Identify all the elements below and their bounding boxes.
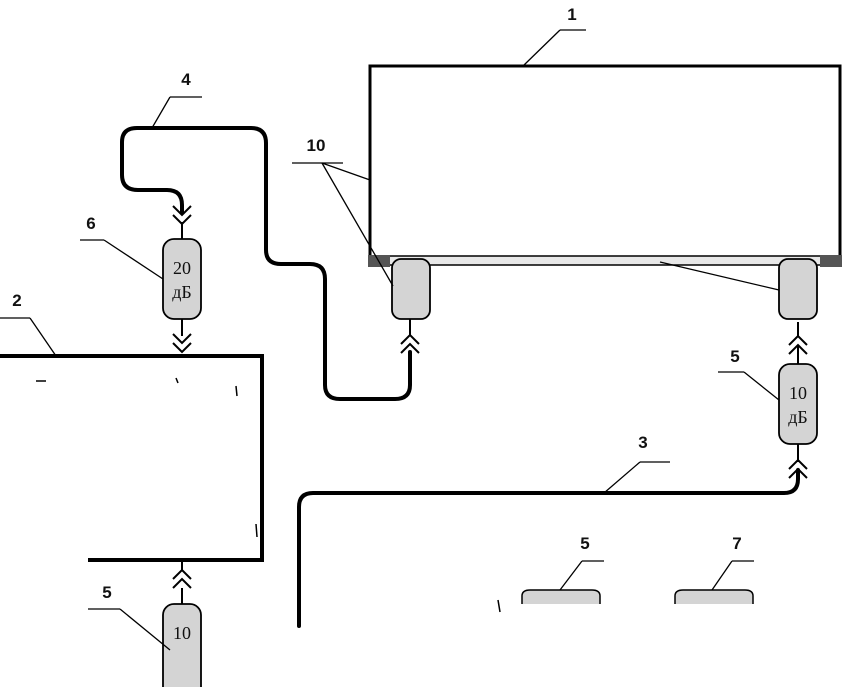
leader-1 — [522, 29, 561, 67]
device-2 — [0, 354, 264, 562]
label-2: 2 — [12, 291, 21, 310]
connector-10-body — [778, 258, 818, 320]
attenuator-20db-unit: дБ — [172, 282, 192, 302]
arrow-up-icon — [400, 333, 420, 345]
device-1-body — [368, 64, 842, 263]
label-7: 7 — [732, 534, 741, 553]
component-5-top — [521, 589, 601, 604]
arrow-down-icon — [172, 333, 192, 345]
device-2-mark — [235, 385, 238, 397]
attenuator-5-right: 10 дБ — [778, 322, 818, 479]
attenuator-5-bottom: 10 — [162, 562, 202, 687]
component-5-partial — [521, 589, 601, 604]
label-1: 1 — [567, 5, 576, 24]
leader-6 — [103, 239, 164, 280]
label-4: 4 — [181, 70, 191, 89]
labels: 1 2 3 4 5 5 5 6 7 10 — [12, 5, 741, 602]
arrow-up-icon — [788, 467, 808, 479]
arrow-up-icon — [172, 577, 192, 589]
component-7-partial — [674, 589, 754, 604]
device-2-mark — [175, 377, 179, 384]
device-1 — [368, 64, 842, 267]
device-2-outline — [0, 354, 264, 562]
label-5-right: 5 — [730, 347, 739, 366]
attenuator-6: 20 дБ — [162, 205, 202, 354]
device-2-mark — [255, 523, 258, 538]
device-1-base-rail — [369, 255, 841, 266]
attenuator-10db-bottom-value: 10 — [173, 623, 191, 643]
cable-4 — [120, 126, 412, 401]
leader-5-bottom — [119, 608, 171, 651]
arrow-down-icon — [172, 205, 192, 217]
connector-10-body — [391, 258, 431, 320]
arrow-up-icon — [400, 342, 420, 354]
leader-5-mid — [559, 560, 583, 591]
attenuator-10db-bottom-body — [162, 603, 202, 687]
label-5-mid: 5 — [580, 534, 589, 553]
attenuator-10db-value: 10 — [789, 383, 807, 403]
attenuator-20db-body — [162, 238, 202, 320]
leader-7 — [711, 560, 733, 591]
label-10: 10 — [307, 136, 326, 155]
leader-3 — [603, 461, 641, 494]
label-5-bottom: 5 — [102, 583, 111, 602]
leader-2 — [29, 317, 57, 357]
attenuator-10db-unit: дБ — [788, 407, 808, 427]
leader-10-b — [321, 162, 394, 287]
device-1-foot-right — [820, 255, 842, 267]
leader-lines — [0, 29, 780, 651]
label-6: 6 — [86, 214, 95, 233]
stray-mark — [497, 599, 501, 613]
cable-3 — [297, 468, 800, 628]
component-7-top — [674, 589, 754, 604]
connector-10-right — [778, 258, 818, 320]
arrow-down-icon — [172, 342, 192, 354]
leader-10-a — [321, 162, 371, 181]
connector-10-left — [391, 258, 431, 354]
arrow-up-icon — [788, 343, 808, 355]
label-3: 3 — [638, 433, 647, 452]
leader-4 — [151, 96, 171, 129]
attenuator-20db-value: 20 — [173, 258, 191, 278]
leader-10-c — [659, 261, 780, 291]
attenuator-10db-body — [778, 363, 818, 445]
leader-5-right — [743, 371, 780, 401]
